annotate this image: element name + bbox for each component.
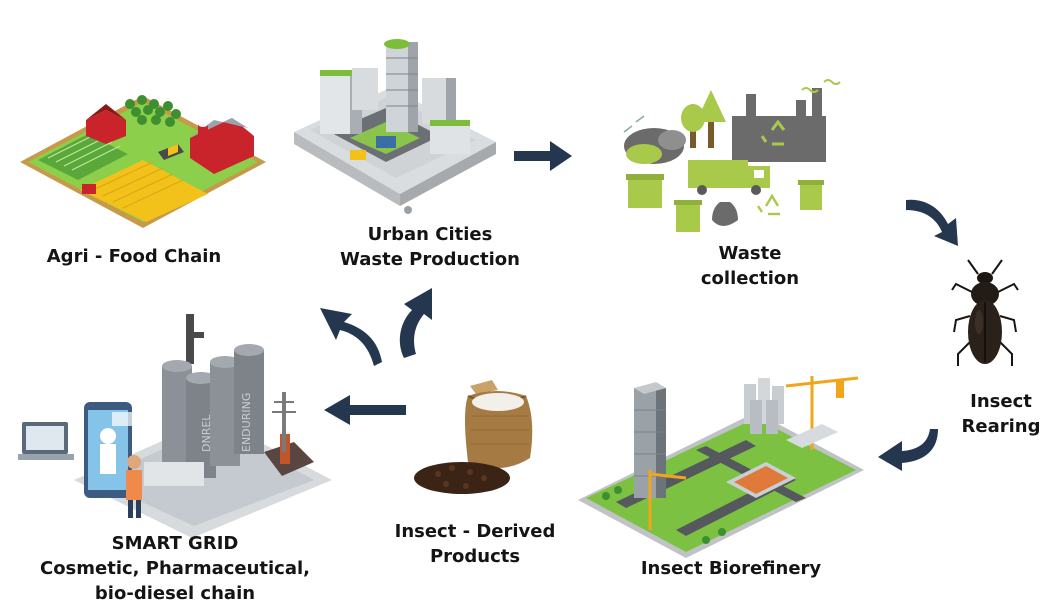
label-line: Insect Biorefinery [640,558,822,579]
biorefinery-icon [578,376,864,558]
label-line: Urban Cities [367,224,493,245]
arrow-derived-to-urban [399,288,432,358]
label-line: Insect - Derived [394,521,556,542]
arrow-waste-to-rearing [906,199,958,246]
sack-icon [414,380,533,494]
city-icon [294,39,496,214]
label-waste-collection: Waste collection [680,241,820,291]
label-line: Products [429,546,521,567]
label-line: Insect [970,391,1032,412]
label-urban-cities: Urban Cities Waste Production [330,222,530,272]
arrow-derived-to-agri [320,308,382,366]
label-line: Cosmetic, Pharmaceutical, [39,558,311,579]
label-insect-rearing: Insect Rearing [946,389,1048,439]
arrow-urban-to-waste [514,141,572,171]
waste-icon [623,79,841,232]
label-insect-biorefinery: Insect Biorefinery [626,556,836,581]
label-line: Waste Production [340,249,520,270]
beetle-icon [951,259,1019,366]
label-line: SMART GRID [111,533,239,554]
label-line: collection [700,268,800,289]
label-line: Rearing [961,416,1041,437]
label-line: bio-diesel chain [94,583,256,604]
label-agri-food-chain: Agri - Food Chain [34,244,234,269]
silo-label-left: DNREL [200,414,213,452]
arrow-rearing-to-biorefinery [878,429,938,471]
farm-icon [20,95,266,228]
label-line: Waste [718,243,782,264]
power-plant-icon: DNREL ENDURING [18,314,332,538]
label-insect-derived-products: Insect - Derived Products [380,519,570,569]
label-smart-grid: SMART GRID Cosmetic, Pharmaceutical, bio… [30,531,320,606]
silo-label-right: ENDURING [240,393,253,452]
arrow-derived-to-smartgrid [324,395,406,425]
label-line: Agri - Food Chain [46,246,222,267]
